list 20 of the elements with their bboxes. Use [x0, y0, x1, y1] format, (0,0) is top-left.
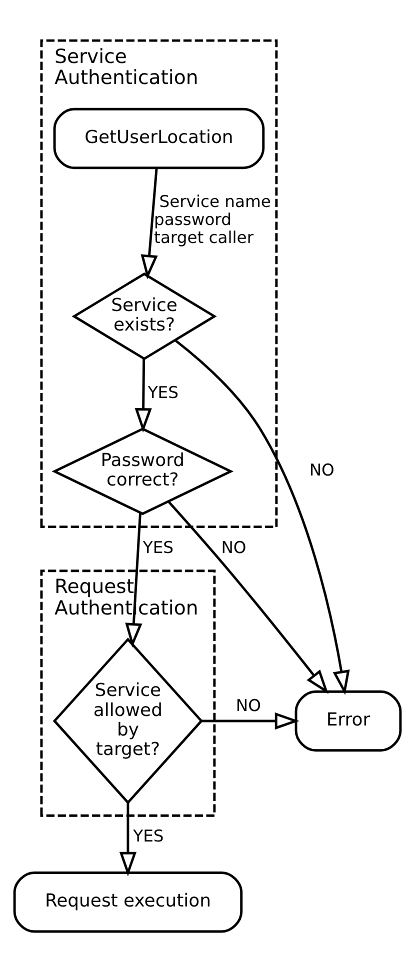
- edge-label: YES: [133, 826, 164, 846]
- arrow: [202, 712, 300, 730]
- node-diamond: Service exists?: [72, 272, 217, 360]
- node-diamond: Service allowed by target?: [52, 637, 204, 804]
- node-diamond: Password correct?: [52, 427, 234, 515]
- edge-label: YES: [142, 537, 174, 556]
- arrow: [168, 500, 329, 694]
- node-box: Request execution: [13, 871, 243, 932]
- node-box: Error: [294, 690, 402, 752]
- edge-label: NO: [221, 537, 246, 556]
- edge-label: NO: [309, 460, 334, 479]
- edge-label: Service name password target caller: [154, 192, 271, 246]
- edge-label: YES: [148, 382, 178, 402]
- arrow: [119, 802, 137, 876]
- node-box: GetUserLocation: [53, 107, 265, 169]
- arrow: [125, 512, 142, 648]
- arrow: [174, 338, 350, 695]
- arrow: [140, 168, 158, 279]
- edge-label: NO: [236, 696, 261, 715]
- arrow: [134, 358, 152, 432]
